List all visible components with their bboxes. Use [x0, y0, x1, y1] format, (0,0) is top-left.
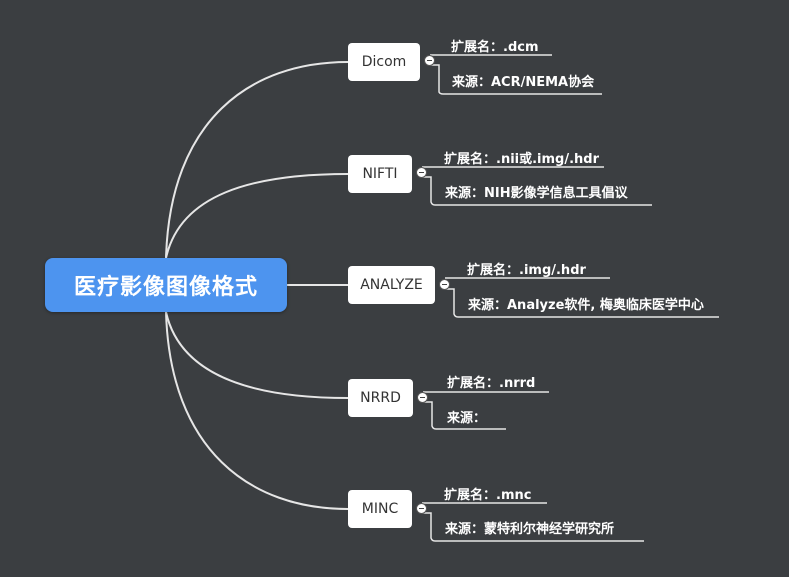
leaf-nrrd-ext[interactable]: 扩展名：.nrrd [447, 376, 536, 391]
leaf-analyze-source[interactable]: 来源：Analyze软件, 梅奥临床医学中心 [468, 298, 704, 313]
leaf-dicom-source[interactable]: 来源：ACR/NEMA协会 [452, 75, 595, 90]
collapse-icon[interactable] [439, 279, 450, 290]
collapse-icon[interactable] [416, 167, 427, 178]
connector-nrrd [165, 311, 349, 399]
leaf-connector-dicom [430, 54, 602, 95]
leaf-nifti-source[interactable]: 来源：NIH影像学信息工具倡议 [445, 186, 628, 201]
leaf-connector-nifti [422, 166, 652, 206]
topic-minc[interactable]: MINC [348, 490, 412, 528]
topic-dicom[interactable]: Dicom [348, 43, 420, 81]
leaf-connector-nrrd [423, 391, 549, 430]
collapse-icon[interactable] [417, 392, 428, 403]
leaf-connector-minc [422, 502, 644, 542]
leaf-analyze-ext[interactable]: 扩展名：.img/.hdr [467, 263, 586, 278]
topic-analyze[interactable]: ANALYZE [348, 266, 435, 304]
collapse-icon[interactable] [424, 55, 435, 66]
leaf-nifti-ext[interactable]: 扩展名：.nii或.img/.hdr [444, 152, 600, 167]
topic-nifti[interactable]: NIFTI [348, 155, 412, 193]
leaf-minc-ext[interactable]: 扩展名：.mnc [444, 488, 532, 503]
collapse-icon[interactable] [416, 503, 427, 514]
connector-dicom [165, 61, 349, 259]
connector-nifti [165, 173, 349, 259]
leaf-dicom-ext[interactable]: 扩展名：.dcm [451, 40, 539, 55]
leaf-minc-source[interactable]: 来源：蒙特利尔神经学研究所 [445, 522, 615, 537]
connector-minc [165, 311, 349, 510]
leaf-connector-analyze [445, 277, 719, 318]
topic-nrrd[interactable]: NRRD [348, 379, 413, 417]
central-topic[interactable]: 医疗影像图像格式 [45, 258, 287, 312]
leaf-nrrd-source[interactable]: 来源： [447, 411, 487, 426]
